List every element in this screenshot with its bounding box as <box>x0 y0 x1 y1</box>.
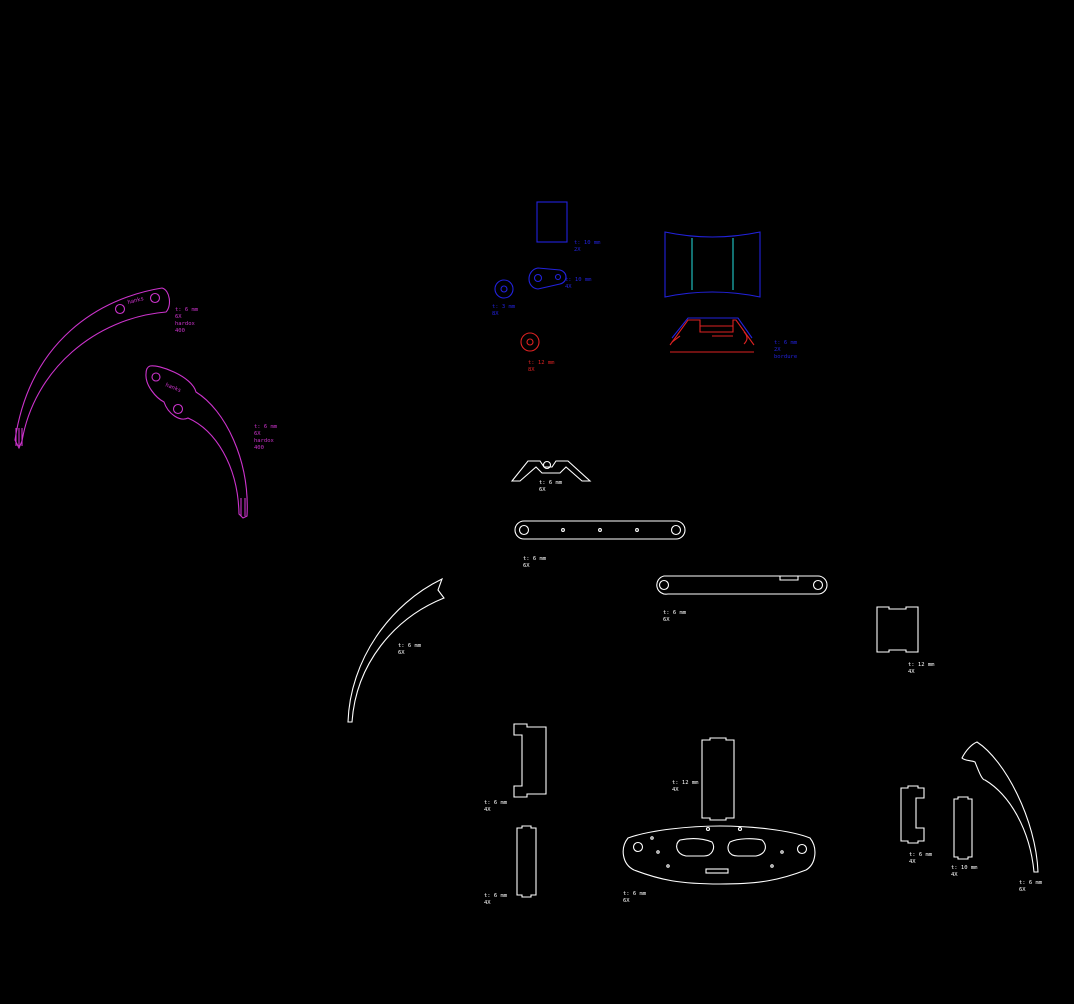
mag-claw-small-thickness: t: 6 mm <box>254 424 278 430</box>
red-washer-qty: 8X <box>528 367 535 373</box>
small-bracket-thickness: t: 6 mm <box>909 852 933 858</box>
bridge-thickness: t: 6 mm <box>539 480 563 486</box>
small-bracket-qty: 4X <box>909 859 916 865</box>
arc-blade-thickness: t: 6 mm <box>398 643 422 649</box>
mag-claw-large-grade: 400 <box>175 328 185 334</box>
bridge[interactable]: t: 6 mm 6X <box>510 460 592 493</box>
arc-blade[interactable]: t: 6 mm 6X <box>347 577 445 723</box>
blue-rect-thickness: t: 10 mm <box>574 240 601 246</box>
link-bar-thickness: t: 6 mm <box>523 556 547 562</box>
arc-blade-qty: 6X <box>398 650 405 656</box>
red-profile-note: bordure <box>774 354 797 360</box>
red-profile-qty: 2X <box>774 347 781 353</box>
small-bar-qty: 4X <box>951 872 958 878</box>
bridge-qty: 6X <box>539 487 546 493</box>
slot-bar-left[interactable]: t: 6 mm 4X <box>484 825 537 906</box>
blue-panel[interactable] <box>664 231 761 298</box>
mag-claw-small-material: hardox <box>254 438 275 444</box>
link-bar-qty: 6X <box>523 563 530 569</box>
mag-claw-large[interactable]: hanks t: 6 mm 6X hardox 400 <box>14 287 199 450</box>
hook-claw[interactable]: t: 6 mm 6X <box>961 741 1043 893</box>
blue-rect-qty: 2X <box>574 247 581 253</box>
link-bar[interactable]: t: 6 mm 6X <box>514 520 686 569</box>
red-washer-thickness: t: 12 mm <box>528 360 555 366</box>
c-bracket[interactable]: t: 6 mm 4X <box>484 723 547 813</box>
slot-bar-center[interactable]: t: 12 mm 4X <box>672 737 735 821</box>
blue-washer-qty: 8X <box>492 311 499 317</box>
red-washer[interactable]: t: 12 mm 8X <box>520 332 555 373</box>
mag-claw-large-thickness: t: 6 mm <box>175 307 199 313</box>
blue-link-qty: 4X <box>565 284 572 290</box>
blue-link[interactable]: t: 10 mm 4X <box>528 267 592 290</box>
small-bar-thickness: t: 10 mm <box>951 865 978 871</box>
long-link[interactable]: t: 6 mm 6X <box>656 575 828 623</box>
mag-claw-large-material: hardox <box>175 321 196 327</box>
square-tab[interactable]: t: 12 mm 4X <box>876 606 935 675</box>
base-plate-thickness: t: 6 mm <box>623 891 647 897</box>
slot-bar-center-thickness: t: 12 mm <box>672 780 699 786</box>
square-tab-qty: 4X <box>908 669 915 675</box>
c-bracket-qty: 4X <box>484 807 491 813</box>
hook-claw-qty: 6X <box>1019 887 1026 893</box>
mag-claw-small-engrave: hanks <box>164 382 182 394</box>
blue-rect[interactable]: t: 10 mm 2X <box>536 201 601 253</box>
c-bracket-thickness: t: 6 mm <box>484 800 508 806</box>
red-profile[interactable]: t: 6 mm 2X bordure <box>669 317 798 360</box>
blue-washer-thickness: t: 3 mm <box>492 304 516 310</box>
base-plate-qty: 6X <box>623 898 630 904</box>
mag-claw-small-qty: 6X <box>254 431 261 437</box>
small-bracket[interactable]: t: 6 mm 4X <box>900 785 933 865</box>
slot-bar-center-qty: 4X <box>672 787 679 793</box>
blue-washer[interactable]: t: 3 mm 8X <box>492 279 516 317</box>
long-link-thickness: t: 6 mm <box>663 610 687 616</box>
mag-claw-large-engrave: hanks <box>127 296 145 306</box>
red-profile-thickness: t: 6 mm <box>774 340 798 346</box>
square-tab-thickness: t: 12 mm <box>908 662 935 668</box>
base-plate[interactable]: t: 6 mm 6X <box>622 825 816 904</box>
mag-claw-large-qty: 6X <box>175 314 182 320</box>
mag-claw-small[interactable]: hanks t: 6 mm 6X hardox 400 <box>145 365 278 519</box>
small-bar[interactable]: t: 10 mm 4X <box>951 796 978 878</box>
long-link-qty: 6X <box>663 617 670 623</box>
slot-bar-left-thickness: t: 6 mm <box>484 893 508 899</box>
blue-link-thickness: t: 10 mm <box>565 277 592 283</box>
slot-bar-left-qty: 4X <box>484 900 491 906</box>
mag-claw-small-grade: 400 <box>254 445 264 451</box>
hook-claw-thickness: t: 6 mm <box>1019 880 1043 886</box>
